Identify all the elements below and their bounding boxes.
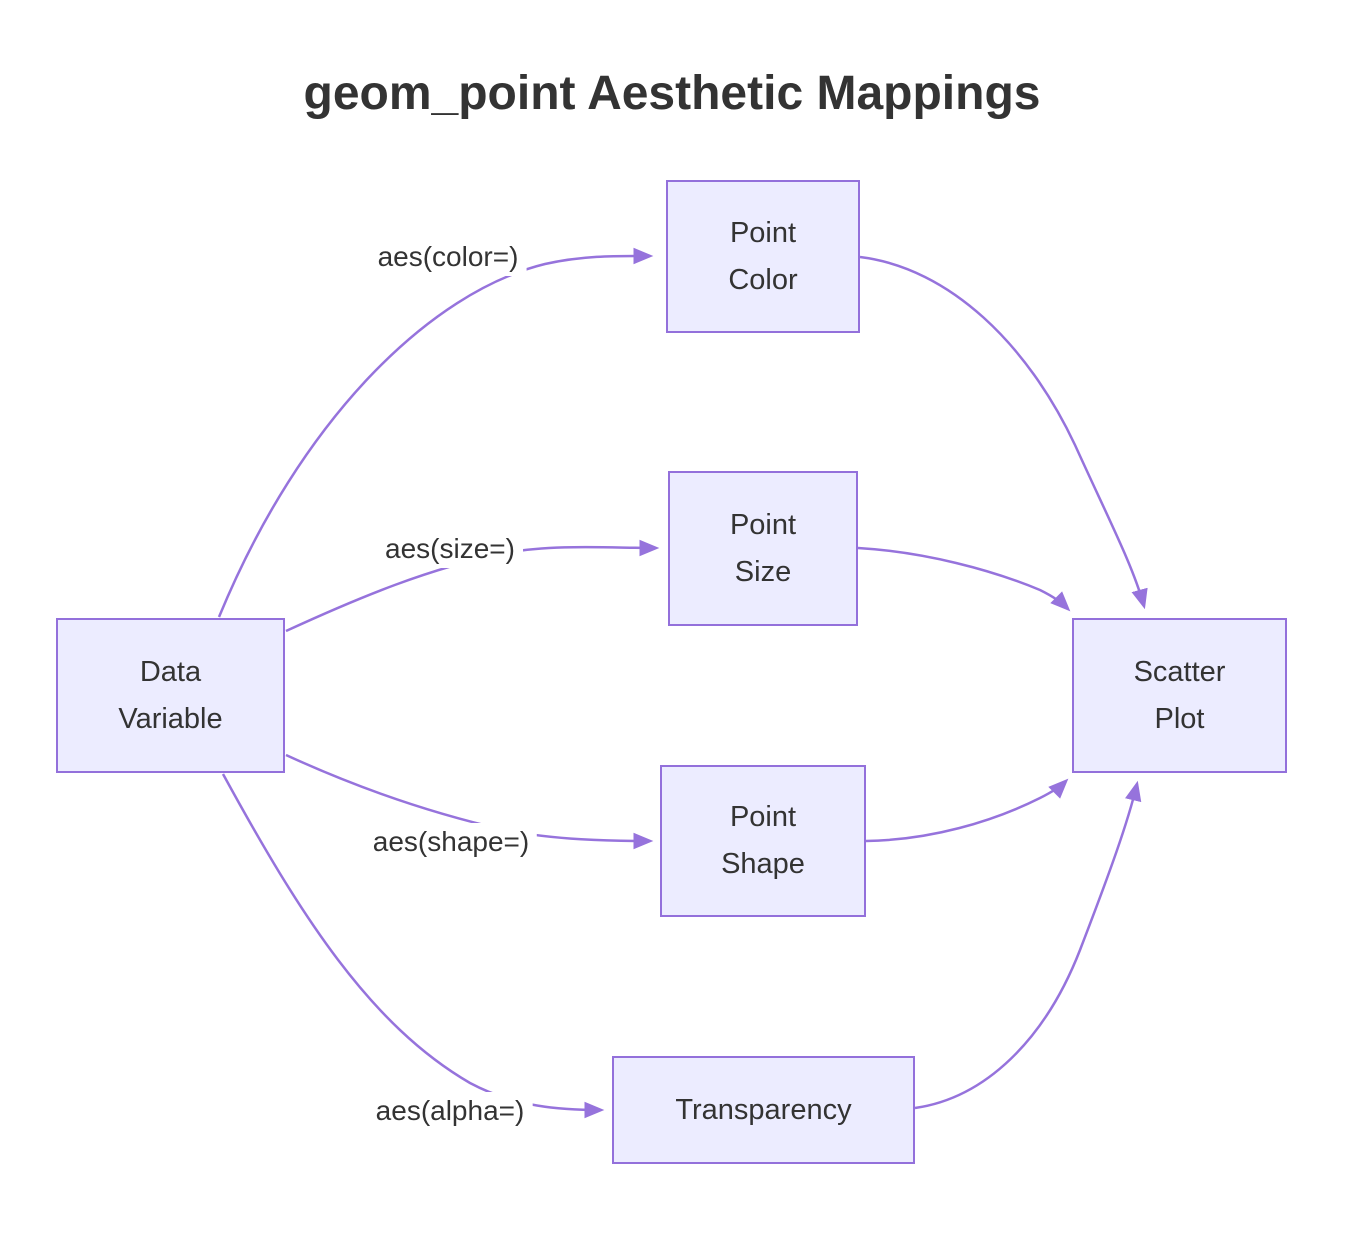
node-label-line: Point xyxy=(729,508,797,541)
node-label-line: Color xyxy=(728,263,798,296)
edge-data-variable-to-point-color xyxy=(217,247,654,618)
edge-point-shape-to-scatter-plot xyxy=(865,778,1069,843)
edge-data-variable-to-transparency xyxy=(221,773,605,1119)
edge-label-aes-alpha: aes(alpha=) xyxy=(367,1092,533,1130)
node-label-line: Variable xyxy=(118,702,223,735)
node-label-line: Size xyxy=(734,555,792,588)
node-label-line: Data xyxy=(139,655,202,688)
edge-label-aes-color: aes(color=) xyxy=(369,238,527,276)
node-label-line: Transparency xyxy=(675,1093,852,1126)
node-point-size: Point Size xyxy=(668,471,858,626)
diagram-title: geom_point Aesthetic Mappings xyxy=(303,67,1041,120)
node-point-color: Point Color xyxy=(666,180,860,333)
node-label-line: Scatter xyxy=(1133,655,1226,688)
edge-transparency-to-scatter-plot xyxy=(914,780,1142,1110)
edge-label-aes-size: aes(size=) xyxy=(377,530,523,568)
edge-point-size-to-scatter-plot xyxy=(857,546,1071,612)
node-transparency: Transparency xyxy=(612,1056,915,1164)
node-data-variable: Data Variable xyxy=(56,618,285,773)
edge-label-aes-shape: aes(shape=) xyxy=(364,823,538,861)
node-scatter-plot: Scatter Plot xyxy=(1072,618,1287,773)
node-label-line: Shape xyxy=(721,848,805,880)
node-point-shape: Point Shape xyxy=(660,765,866,917)
node-label-line: Point xyxy=(729,216,797,249)
node-label-line: Plot xyxy=(1154,702,1205,735)
node-label-line: Point xyxy=(729,801,797,833)
edge-point-color-to-scatter-plot xyxy=(859,255,1148,610)
